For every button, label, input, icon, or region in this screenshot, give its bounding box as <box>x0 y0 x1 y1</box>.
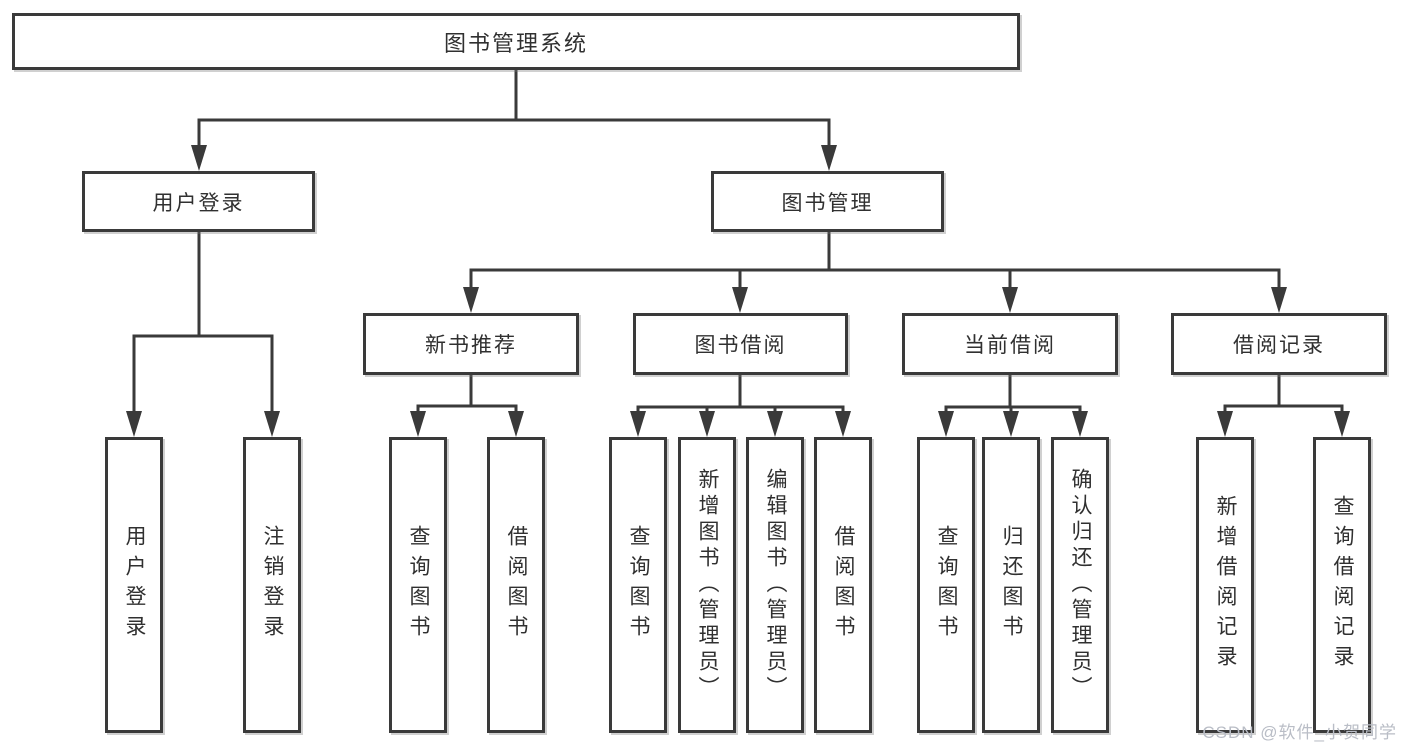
leaf-records-query-label: 查询借阅记录 <box>1331 495 1354 675</box>
node-leaf-logout: 注销登录 <box>243 437 301 733</box>
node-borrow-records: 借阅记录 <box>1171 313 1387 375</box>
node-current-borrow-label: 当前借阅 <box>964 334 1056 357</box>
node-book-borrow-label: 图书借阅 <box>694 334 787 357</box>
node-leaf-borrow-edit: 编辑图书（管理员） <box>746 437 804 733</box>
leaf-current-confirm-label: 确认归还（管理员） <box>1069 468 1092 702</box>
node-book-borrow: 图书借阅 <box>633 313 848 375</box>
leaf-current-query-label: 查询图书 <box>935 525 958 645</box>
node-book-management: 图书管理 <box>711 171 944 232</box>
leaf-borrow-query-label: 查询图书 <box>627 525 650 645</box>
node-current-borrow: 当前借阅 <box>902 313 1118 375</box>
node-book-management-label: 图书管理 <box>781 191 874 215</box>
node-borrow-records-label: 借阅记录 <box>1233 334 1325 357</box>
node-leaf-newbook-query: 查询图书 <box>389 437 447 733</box>
csdn-watermark: CSDN @软件_小贺同学 <box>1202 723 1397 742</box>
node-leaf-current-return: 归还图书 <box>982 437 1040 733</box>
node-new-book-recommend: 新书推荐 <box>363 313 579 375</box>
leaf-borrow-add-label: 新增图书（管理员） <box>696 468 719 702</box>
node-leaf-records-query: 查询借阅记录 <box>1313 437 1371 733</box>
node-leaf-newbook-borrow: 借阅图书 <box>487 437 545 733</box>
leaf-logout-label: 注销登录 <box>261 525 284 645</box>
node-leaf-records-add: 新增借阅记录 <box>1196 437 1254 733</box>
leaf-current-return-label: 归还图书 <box>1000 525 1023 645</box>
node-leaf-current-query: 查询图书 <box>917 437 975 733</box>
node-leaf-current-confirm: 确认归还（管理员） <box>1051 437 1109 733</box>
node-leaf-user-login: 用户登录 <box>105 437 163 733</box>
node-root-label: 图书管理系统 <box>443 30 588 56</box>
leaf-borrow-lend-label: 借阅图书 <box>832 525 855 645</box>
node-leaf-borrow-add: 新增图书（管理员） <box>678 437 736 733</box>
node-root-system: 图书管理系统 <box>12 13 1020 70</box>
node-user-login-label: 用户登录 <box>152 191 245 215</box>
node-leaf-borrow-query: 查询图书 <box>609 437 667 733</box>
arrowheads <box>126 145 1350 437</box>
leaf-newbook-query-label: 查询图书 <box>407 525 430 645</box>
node-leaf-borrow-lend: 借阅图书 <box>814 437 872 733</box>
leaf-newbook-borrow-label: 借阅图书 <box>505 525 528 645</box>
leaf-records-add-label: 新增借阅记录 <box>1214 495 1237 675</box>
leaf-user-login-label: 用户登录 <box>123 525 146 645</box>
node-user-login: 用户登录 <box>82 171 315 232</box>
leaf-borrow-edit-label: 编辑图书（管理员） <box>764 468 787 702</box>
node-new-book-recommend-label: 新书推荐 <box>425 334 517 357</box>
